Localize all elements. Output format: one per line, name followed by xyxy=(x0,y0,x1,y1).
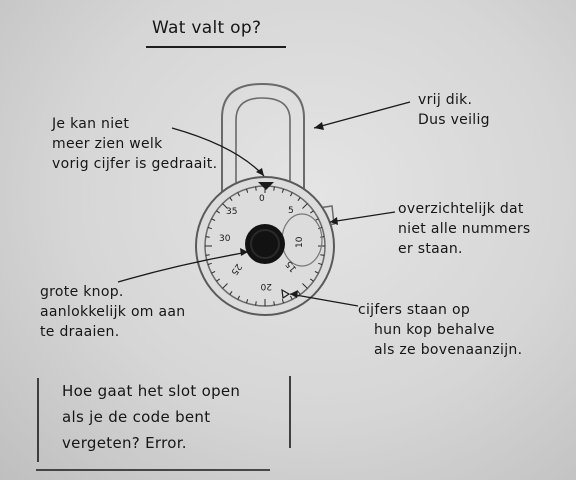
dial-tick xyxy=(281,188,285,193)
note-line: vorig cijfer is gedraait. xyxy=(52,156,218,172)
arrowhead-numbers xyxy=(290,290,298,298)
dial-tick xyxy=(281,299,285,304)
note-previous-digit: Je kan niet meer zien welk vorig cijfer … xyxy=(52,114,217,174)
dial-tick xyxy=(222,203,228,209)
dial-bottom-marker xyxy=(281,288,291,300)
arrowhead-shackle xyxy=(314,122,324,130)
note-line: er staan. xyxy=(398,241,463,257)
dial-tick xyxy=(314,270,319,274)
dial-number-20: 20 xyxy=(260,281,272,291)
dial-tick xyxy=(216,278,220,282)
arrowhead-pointer xyxy=(256,168,264,176)
lock-shackle xyxy=(221,82,305,198)
dial-tick xyxy=(297,197,301,201)
note-line: Dus veilig xyxy=(418,112,490,128)
dial-tick xyxy=(302,283,308,289)
dial-tick xyxy=(207,226,212,230)
note-line: als ze bovenaanzijn. xyxy=(374,342,523,358)
dial-tick xyxy=(205,236,210,238)
dial-tick xyxy=(255,301,257,306)
note-overview: overzichtelijk dat niet alle nummers er … xyxy=(398,199,531,259)
note-line: overzichtelijk dat xyxy=(398,201,524,217)
page-title: Wat valt op? xyxy=(152,18,262,38)
note-line: Je kan niet xyxy=(52,116,130,132)
lock-shackle-inner xyxy=(235,97,291,198)
dial-tick xyxy=(297,291,301,295)
dial-number-30: 30 xyxy=(219,234,231,244)
dial-tick xyxy=(310,278,314,282)
dial-tick xyxy=(310,210,314,214)
dial-tick xyxy=(320,254,325,256)
arrow-to-numbers xyxy=(289,293,359,307)
question-box-text: Hoe gaat het slot open als je de code be… xyxy=(62,378,240,456)
arrowhead-knob xyxy=(240,248,248,256)
dial-tick xyxy=(205,254,210,256)
dial-tick xyxy=(255,186,257,191)
dial-tick xyxy=(211,270,216,274)
dial-tick xyxy=(237,295,241,300)
dial-number-5: 5 xyxy=(288,206,294,216)
dial-number-35: 35 xyxy=(226,207,237,217)
note-line: aanlokkelijk om aan xyxy=(40,304,186,320)
dial-tick xyxy=(245,188,249,193)
dial-knob-highlight xyxy=(250,229,280,259)
dial-tick xyxy=(318,262,323,266)
dial-tick xyxy=(273,186,275,191)
arrow-to-shackle xyxy=(313,101,411,129)
dial-tick xyxy=(229,291,233,295)
dial-tick xyxy=(211,218,216,222)
box-line: Hoe gaat het slot open xyxy=(62,382,241,400)
dial-tick xyxy=(302,203,308,209)
dial-tick xyxy=(222,283,228,289)
dial-tick xyxy=(289,192,293,197)
dial-number-10: 10 xyxy=(295,236,305,248)
arrowhead-recess xyxy=(330,217,338,225)
box-line: vergeten? Error. xyxy=(62,434,187,452)
arrow-to-knob xyxy=(117,251,249,283)
arrow-to-pointer xyxy=(171,127,265,177)
note-thick-shackle: vrij dik. Dus veilig xyxy=(418,90,490,130)
note-line: niet alle nummers xyxy=(398,221,531,237)
note-line: vrij dik. xyxy=(418,92,473,108)
dial-tick xyxy=(216,210,220,214)
dial-tick xyxy=(273,301,275,306)
dial-tick xyxy=(245,299,249,304)
note-big-knob: grote knop. aanlokkelijk om aan te draai… xyxy=(40,282,185,342)
title-underline xyxy=(146,46,286,48)
note-line: grote knop. xyxy=(40,284,124,300)
dial-tick xyxy=(289,295,293,300)
box-line: als je de code bent xyxy=(62,408,211,426)
note-line: hun kop behalve xyxy=(374,322,495,338)
dial-pointer xyxy=(258,182,274,190)
dial-number-0: 0 xyxy=(259,194,265,204)
note-line: meer zien welk xyxy=(52,136,163,152)
note-upside-down-numbers: cijfers staan op hun kop behalve als ze … xyxy=(358,300,522,360)
dial-tick xyxy=(229,197,233,201)
note-line: te draaien. xyxy=(40,324,120,340)
arrow-to-recess xyxy=(329,211,396,223)
dial-tick xyxy=(207,262,212,266)
dial-tick xyxy=(237,192,241,197)
note-line: cijfers staan op xyxy=(358,302,471,318)
